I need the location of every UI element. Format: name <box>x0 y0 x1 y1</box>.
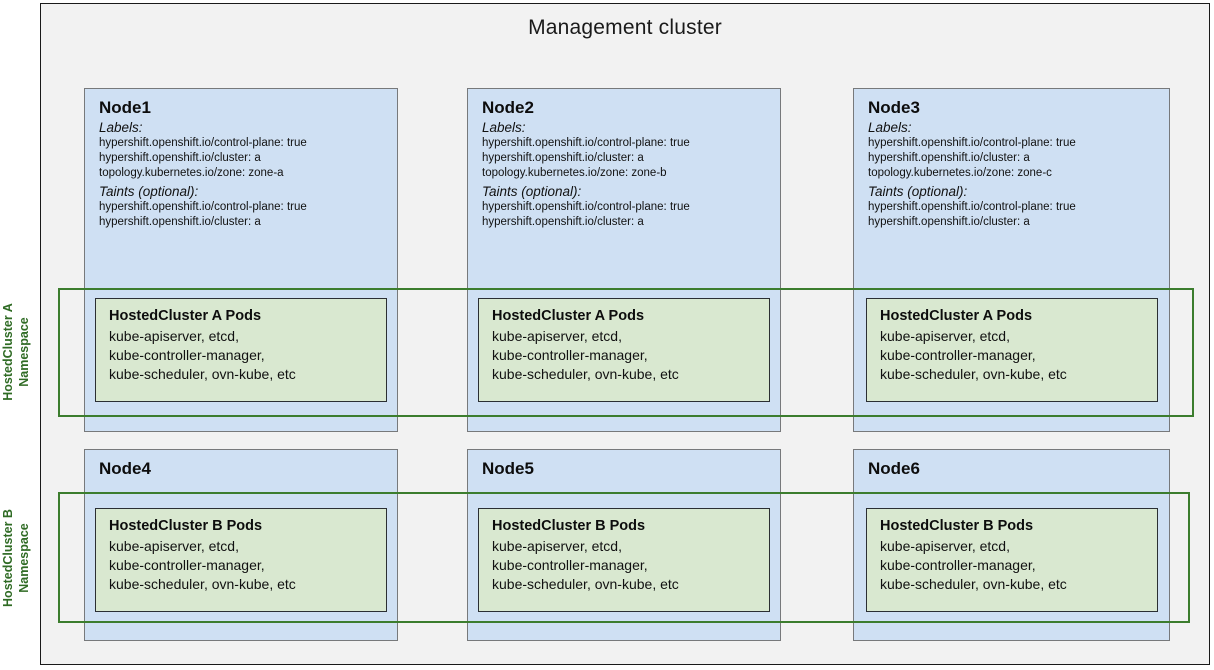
node-title: Node4 <box>99 459 151 478</box>
pods-line: kube-controller-manager, <box>109 346 265 363</box>
node-label-line: hypershift.openshift.io/control-plane: t… <box>482 137 690 150</box>
pods-line: kube-controller-manager, <box>492 556 648 573</box>
namespace-label-hostedcluster-b: HostedCluster B Namespace <box>1 509 31 607</box>
pods-box-a-node3: HostedCluster A Pods kube-apiserver, etc… <box>866 298 1158 402</box>
pods-line: kube-apiserver, etcd, <box>109 327 239 344</box>
pods-title: HostedCluster B Pods <box>492 518 646 534</box>
pods-line: kube-controller-manager, <box>880 346 1036 363</box>
pods-title: HostedCluster B Pods <box>880 518 1034 534</box>
pods-box-b-node6: HostedCluster B Pods kube-apiserver, etc… <box>866 508 1158 612</box>
pods-title: HostedCluster A Pods <box>880 308 1033 324</box>
node-title: Node6 <box>868 459 920 478</box>
pods-title: HostedCluster A Pods <box>109 308 262 324</box>
pods-line: kube-controller-manager, <box>492 346 648 363</box>
pods-line: kube-apiserver, etcd, <box>880 537 1010 554</box>
node-taint-line: hypershift.openshift.io/control-plane: t… <box>99 201 307 214</box>
pods-line: kube-scheduler, ovn-kube, etc <box>109 365 296 382</box>
node-taint-line: hypershift.openshift.io/cluster: a <box>868 216 1030 229</box>
pods-line: kube-scheduler, ovn-kube, etc <box>880 575 1067 592</box>
node-label-line: hypershift.openshift.io/control-plane: t… <box>868 137 1076 150</box>
node-title: Node1 <box>99 98 151 117</box>
page-title: Management cluster <box>528 16 722 39</box>
node-title: Node5 <box>482 459 534 478</box>
node-taint-line: hypershift.openshift.io/control-plane: t… <box>482 201 690 214</box>
pods-box-b-node5: HostedCluster B Pods kube-apiserver, etc… <box>478 508 770 612</box>
pods-title: HostedCluster A Pods <box>492 308 645 324</box>
pods-line: kube-apiserver, etcd, <box>492 327 622 344</box>
node-label-line: hypershift.openshift.io/cluster: a <box>482 152 644 165</box>
node-taint-line: hypershift.openshift.io/cluster: a <box>99 216 261 229</box>
pods-line: kube-apiserver, etcd, <box>492 537 622 554</box>
pods-line: kube-controller-manager, <box>109 556 265 573</box>
pods-line: kube-scheduler, ovn-kube, etc <box>492 575 679 592</box>
pods-box-a-node1: HostedCluster A Pods kube-apiserver, etc… <box>95 298 387 402</box>
pods-line: kube-controller-manager, <box>880 556 1036 573</box>
node-title: Node3 <box>868 98 920 117</box>
pods-line: kube-scheduler, ovn-kube, etc <box>492 365 679 382</box>
labels-heading: Labels: <box>868 119 912 135</box>
namespace-label-hostedcluster-a: HostedCluster A Namespace <box>1 303 31 401</box>
pods-box-b-node4: HostedCluster B Pods kube-apiserver, etc… <box>95 508 387 612</box>
node-taint-line: hypershift.openshift.io/control-plane: t… <box>868 201 1076 214</box>
node-label-line: topology.kubernetes.io/zone: zone-a <box>99 167 284 180</box>
pods-line: kube-apiserver, etcd, <box>880 327 1010 344</box>
node-label-line: topology.kubernetes.io/zone: zone-b <box>482 167 667 180</box>
taints-heading: Taints (optional): <box>99 183 199 199</box>
pods-line: kube-apiserver, etcd, <box>109 537 239 554</box>
pods-line: kube-scheduler, ovn-kube, etc <box>109 575 296 592</box>
node-title: Node2 <box>482 98 534 117</box>
labels-heading: Labels: <box>99 119 143 135</box>
node-label-line: hypershift.openshift.io/control-plane: t… <box>99 137 307 150</box>
node-label-line: topology.kubernetes.io/zone: zone-c <box>868 167 1052 180</box>
node-label-line: hypershift.openshift.io/cluster: a <box>868 152 1030 165</box>
node-label-line: hypershift.openshift.io/cluster: a <box>99 152 261 165</box>
taints-heading: Taints (optional): <box>482 183 582 199</box>
labels-heading: Labels: <box>482 119 526 135</box>
pods-line: kube-scheduler, ovn-kube, etc <box>880 365 1067 382</box>
node-taint-line: hypershift.openshift.io/cluster: a <box>482 216 644 229</box>
pods-title: HostedCluster B Pods <box>109 518 263 534</box>
taints-heading: Taints (optional): <box>868 183 968 199</box>
pods-box-a-node2: HostedCluster A Pods kube-apiserver, etc… <box>478 298 770 402</box>
